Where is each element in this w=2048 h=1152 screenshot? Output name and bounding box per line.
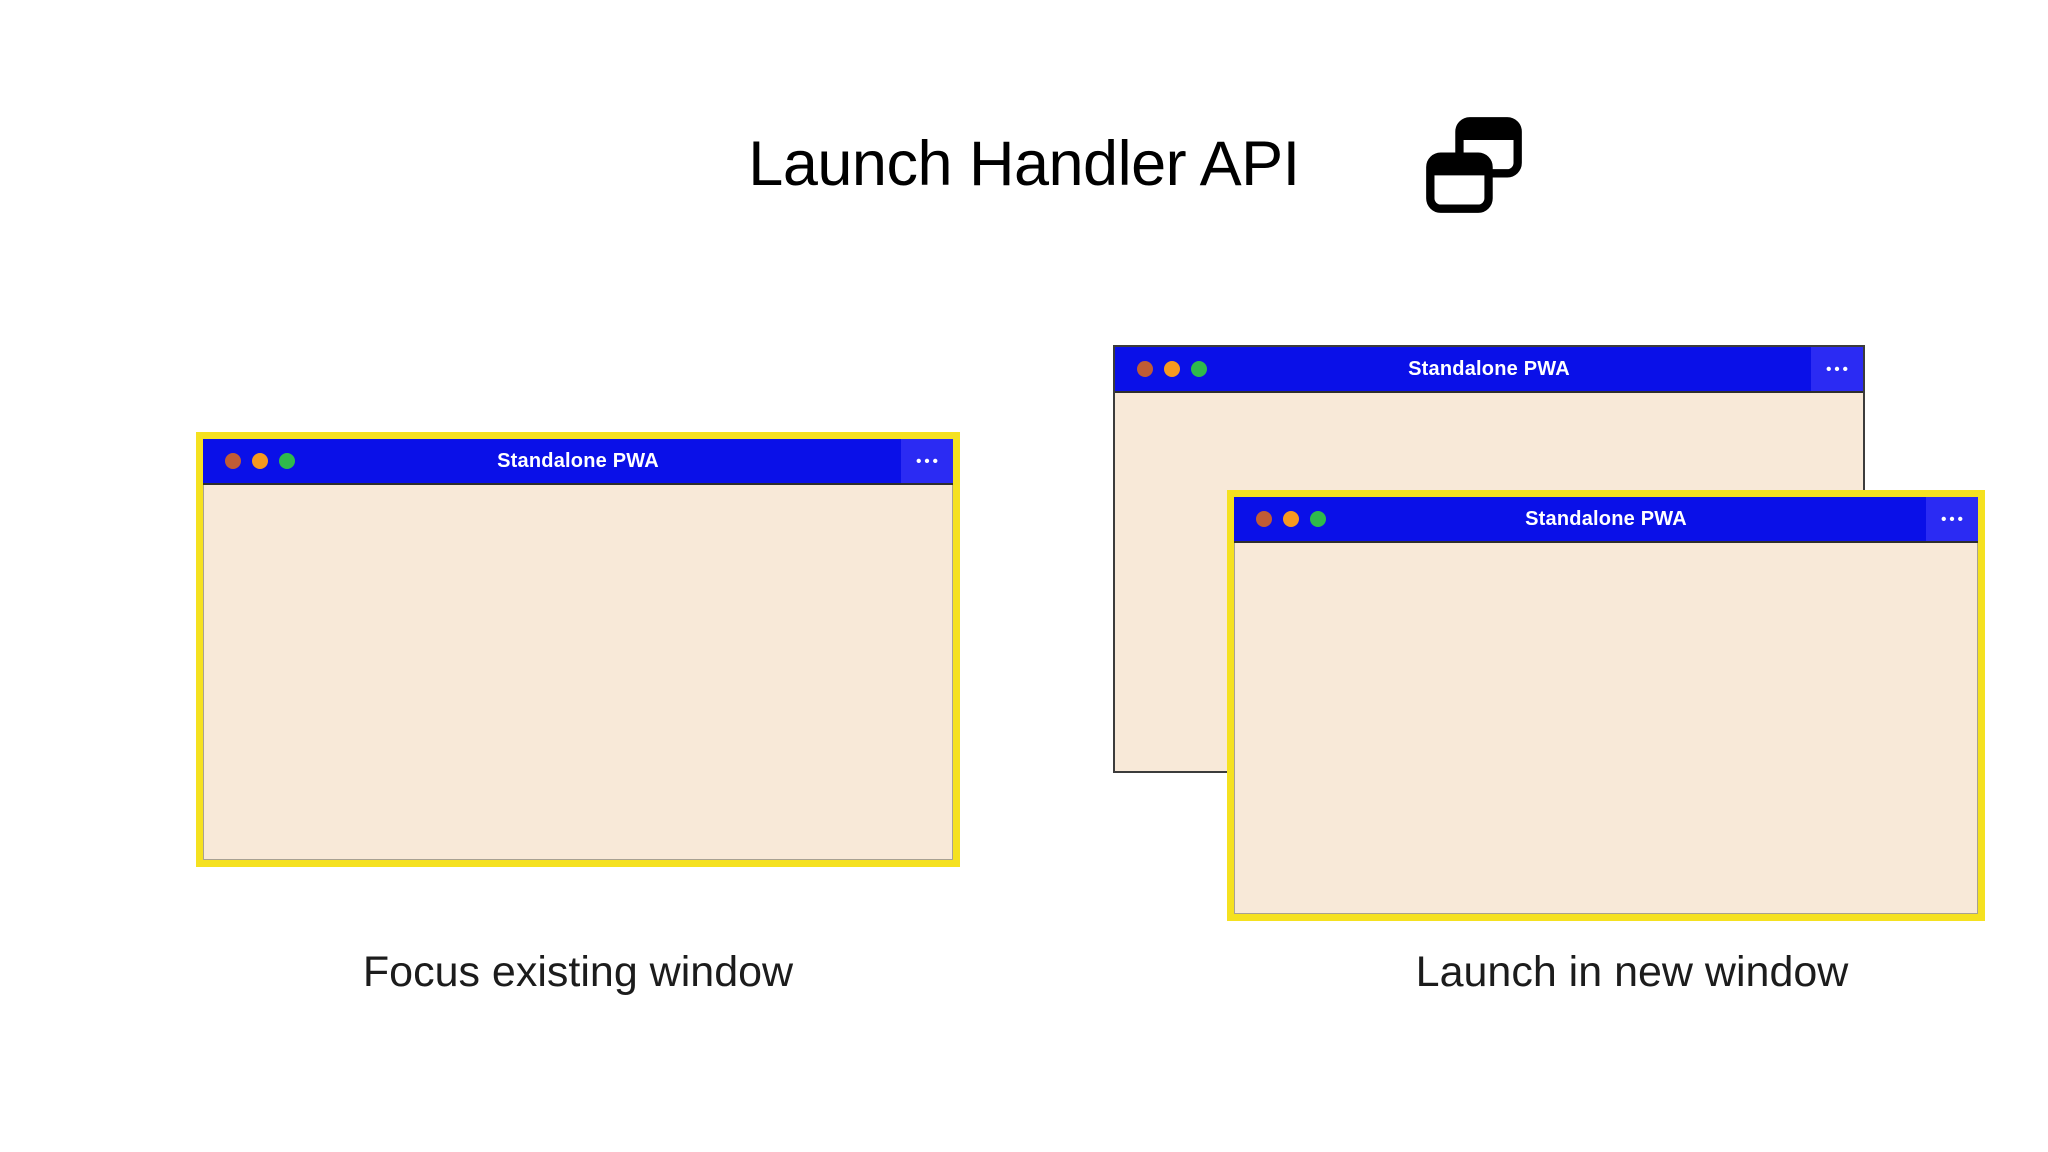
ellipsis-icon: ••• [1826,360,1851,378]
traffic-light-close-icon[interactable] [1256,511,1272,527]
overflow-menu-button[interactable]: ••• [1811,347,1863,391]
caption-launch-new: Launch in new window [1415,948,1849,996]
window-title: Standalone PWA [497,449,659,472]
traffic-light-minimize-icon[interactable] [252,453,268,469]
window-titlebar[interactable]: Standalone PWA ••• [1115,347,1863,393]
pwa-window-focus-existing: Standalone PWA ••• [196,432,960,867]
traffic-lights [1256,511,1326,527]
traffic-light-maximize-icon[interactable] [1310,511,1326,527]
pwa-window-new: Standalone PWA ••• [1227,490,1985,921]
window-title: Standalone PWA [1408,357,1570,380]
traffic-light-close-icon[interactable] [1137,361,1153,377]
caption-focus-existing: Focus existing window [362,948,794,996]
overflow-menu-button[interactable]: ••• [901,439,953,483]
page-title: Launch Handler API [748,129,1300,199]
overlapping-windows-icon [1426,117,1522,213]
window-body [1234,543,1978,914]
traffic-lights [225,453,295,469]
traffic-lights [1137,361,1207,377]
ellipsis-icon: ••• [916,452,941,470]
window-body [203,485,953,860]
traffic-light-minimize-icon[interactable] [1283,511,1299,527]
traffic-light-maximize-icon[interactable] [1191,361,1207,377]
window-titlebar[interactable]: Standalone PWA ••• [1234,497,1978,543]
ellipsis-icon: ••• [1941,510,1966,528]
traffic-light-minimize-icon[interactable] [1164,361,1180,377]
traffic-light-close-icon[interactable] [225,453,241,469]
overflow-menu-button[interactable]: ••• [1926,497,1978,541]
traffic-light-maximize-icon[interactable] [279,453,295,469]
window-titlebar[interactable]: Standalone PWA ••• [203,439,953,485]
window-title: Standalone PWA [1525,507,1687,530]
